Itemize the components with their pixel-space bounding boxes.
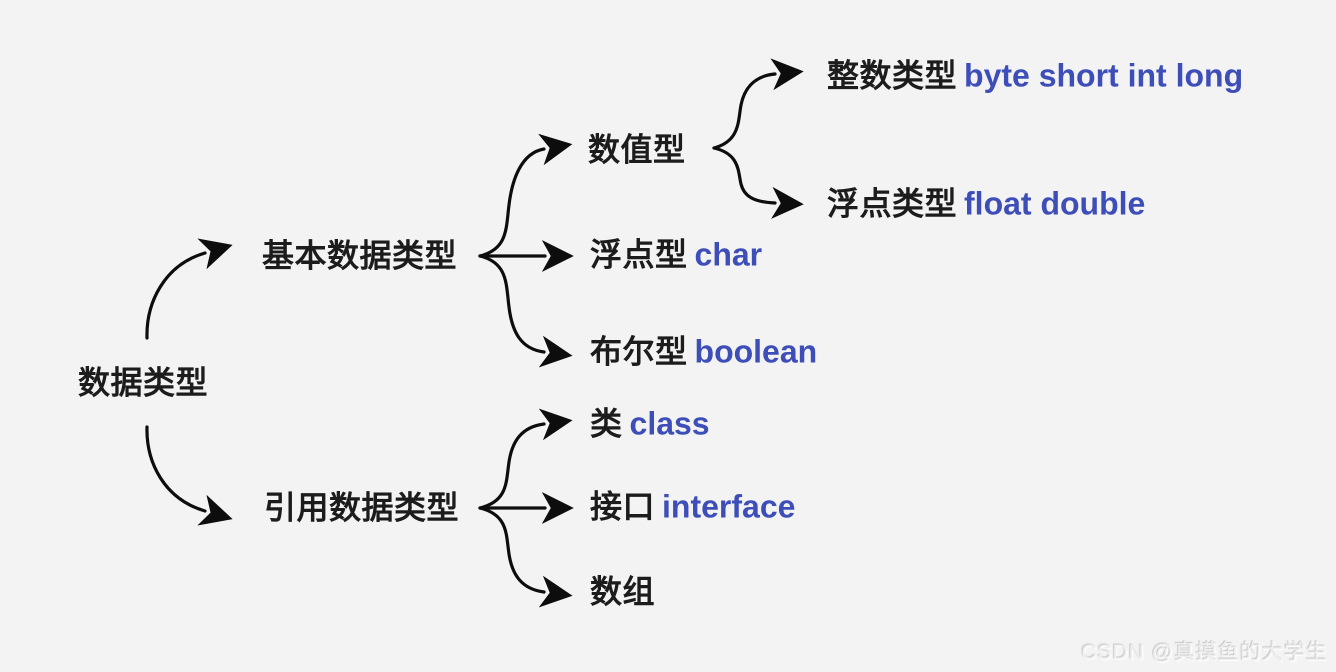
node-primitive-types-label: 基本数据类型 — [262, 237, 458, 274]
node-interface-type-code: interface — [662, 488, 796, 525]
csdn-watermark: CSDN @真摸鱼的大学生 — [1081, 641, 1328, 664]
node-boolean-type-label: 布尔型 — [590, 333, 688, 370]
node-numeric-type-label: 数值型 — [588, 131, 686, 168]
edge-numeric-floating — [712, 146, 804, 219]
node-class-type-label: 类 — [590, 405, 623, 442]
node-reference-types: 引用数据类型 — [264, 490, 459, 525]
node-integer-types-code: byte short int long — [964, 57, 1244, 94]
node-integer-types-label: 整数类型 — [827, 57, 958, 94]
node-primitive-types: 基本数据类型 — [262, 238, 457, 273]
edge-numeric-integer — [712, 58, 804, 150]
edge-reference-class — [478, 408, 573, 510]
node-char-type-label: 浮点型 — [590, 236, 688, 273]
node-char-type-code: char — [694, 236, 763, 273]
node-data-type: 数据类型 — [78, 365, 208, 400]
node-data-type-label: 数据类型 — [78, 364, 209, 401]
edge-root-primitive — [145, 238, 233, 340]
node-floating-types-code: float double — [964, 185, 1146, 222]
node-reference-types-label: 引用数据类型 — [264, 489, 460, 526]
edge-root-reference — [145, 425, 233, 526]
edge-primitive-numeric — [478, 133, 573, 258]
node-array-type: 数组 — [590, 574, 655, 609]
edge-primitive-boolean — [478, 254, 573, 368]
node-class-type-code: class — [629, 405, 710, 442]
node-interface-type-label: 接口 — [590, 488, 656, 525]
node-boolean-type-code: boolean — [694, 333, 818, 370]
edge-reference-array — [478, 506, 573, 608]
node-numeric-type: 数值型 — [588, 132, 686, 167]
node-floating-types-label: 浮点类型 — [827, 185, 958, 222]
node-array-type-label: 数组 — [590, 573, 656, 610]
